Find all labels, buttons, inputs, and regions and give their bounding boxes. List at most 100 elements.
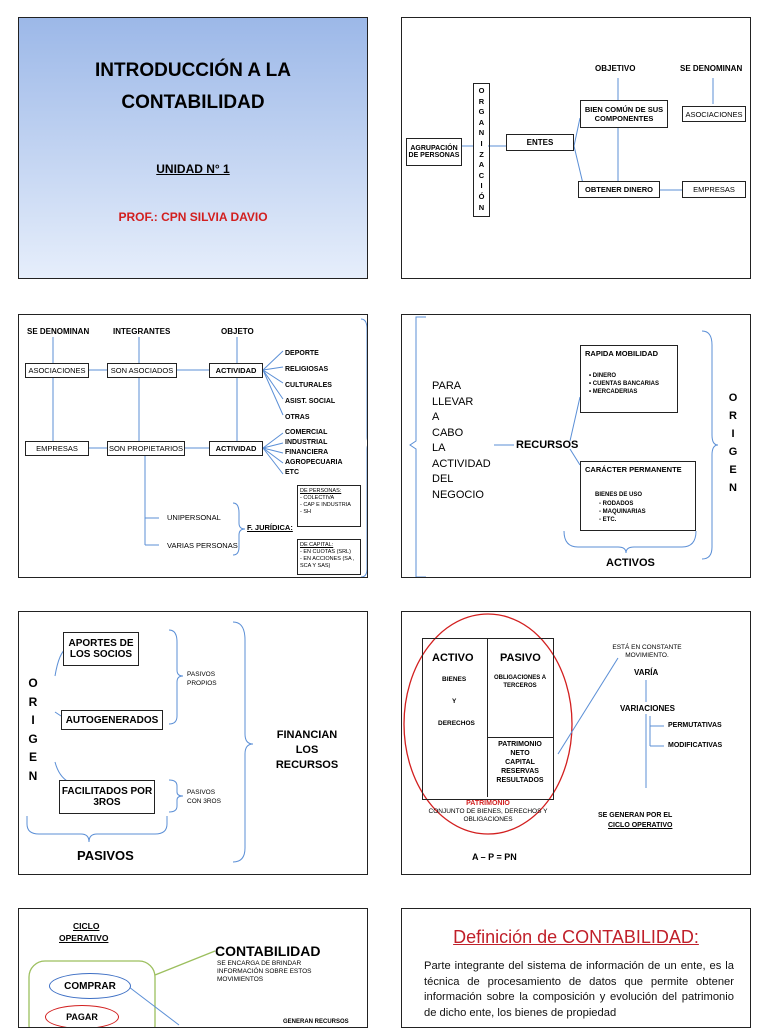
- agrupacion-box[interactable]: AGRUPACIÓN DE PERSONAS: [406, 138, 462, 166]
- bien-comun-box[interactable]: BIEN COMÚN DE SUS COMPONENTES: [580, 100, 668, 128]
- balance-table: [422, 638, 554, 800]
- origen-letter: E: [729, 464, 737, 476]
- slide-ciclo-operativo[interactable]: CICLO OPERATIVO CONTABILIDAD SE ENCARGA …: [18, 908, 368, 1028]
- clasificacion-connectors: [52, 318, 367, 577]
- para-line: LLEVAR: [432, 395, 474, 408]
- varia-label: VARÍA: [634, 668, 659, 677]
- rapida-item: • DINERO: [589, 373, 617, 379]
- activos-label: ACTIVOS: [606, 557, 655, 569]
- pasivo-header: PASIVO: [500, 652, 541, 664]
- son-propietarios-box[interactable]: SON PROPIETARIOS: [107, 441, 185, 456]
- pagar-oval[interactable]: PAGAR: [45, 1005, 119, 1027]
- bienes-item: - RODADOS: [599, 501, 634, 507]
- actividad-item: CULTURALES: [285, 382, 332, 389]
- obligaciones-label: OBLIGACIONES A TERCEROS: [493, 675, 547, 689]
- asociaciones-box[interactable]: ASOCIACIONES: [25, 363, 89, 378]
- comprar-oval[interactable]: COMPRAR: [49, 973, 131, 999]
- slide-definicion[interactable]: Definición de CONTABILIDAD: Parte integr…: [401, 908, 751, 1028]
- y-label: Y: [452, 698, 457, 705]
- varias-personas-label: VARIAS PERSONAS: [167, 541, 238, 550]
- empresas-box[interactable]: EMPRESAS: [25, 441, 89, 456]
- organizacion-letter: I: [480, 138, 483, 148]
- de-personas-box[interactable]: DE PERSONAS: - COLECTIVA- CAP E INDUSTRI…: [297, 485, 361, 527]
- slide-entes[interactable]: OBJETIVO SE DENOMINAN AGRUPACIÓN DE PERS…: [401, 17, 751, 279]
- contabilidad-desc-line: SE ENCARGA DE BRINDAR: [217, 960, 302, 967]
- generan-recursos-label: GENERAN RECURSOS: [283, 1019, 349, 1025]
- obtener-dinero-box[interactable]: OBTENER DINERO: [578, 181, 660, 198]
- objetivo-header: OBJETIVO: [595, 64, 636, 73]
- organizacion-letter: A: [478, 160, 485, 170]
- actividad-item: INDUSTRIAL: [285, 439, 328, 446]
- pasivos-propios-label: PASIVOS PROPIOS: [187, 671, 217, 687]
- de-capital-box[interactable]: DE CAPITAL: - EN CUOTAS (SRL)- EN ACCION…: [297, 539, 361, 575]
- forma-juridica-item: - COLECTIVA: [300, 495, 335, 501]
- pasivos-terceros-label: PASIVOS CON 3ROS: [187, 789, 221, 805]
- definicion-title: Definición de CONTABILIDAD:: [453, 927, 699, 947]
- de-capital-title: DE CAPITAL:: [300, 542, 334, 548]
- autogenerados-box[interactable]: AUTOGENERADOS: [61, 710, 163, 730]
- facilitados-box[interactable]: FACILITADOS POR 3ROS: [59, 780, 155, 814]
- bienes-item: - ETC.: [599, 517, 617, 523]
- origen-letter: E: [28, 750, 37, 764]
- financian-recursos-label: FINANCIAN LOS RECURSOS: [275, 729, 339, 771]
- forma-juridica-item: - SH: [300, 509, 311, 515]
- caracter-permanente-box[interactable]: CARÁCTER PERMANENTE BIENES DE USO - RODA…: [580, 461, 696, 531]
- de-capital-items: - EN CUOTAS (SRL)- EN ACCIONES (SA ,SCA …: [300, 549, 358, 570]
- aportes-socios-box[interactable]: APORTES DE LOS SOCIOS: [63, 632, 139, 666]
- slide-intro[interactable]: INTRODUCCIÓN A LA CONTABILIDAD UNIDAD N°…: [18, 17, 368, 279]
- derechos-label: DERECHOS: [438, 720, 475, 727]
- son-asociados-box[interactable]: SON ASOCIADOS: [107, 363, 177, 378]
- patrimonio-neto-line: PATRIMONIO: [498, 741, 542, 748]
- empresas-box[interactable]: EMPRESAS: [682, 181, 746, 198]
- para-line: PARA: [432, 380, 462, 392]
- ciclo-title-line2: OPERATIVO: [59, 933, 109, 943]
- slide-patrimonio[interactable]: ACTIVO BIENES Y DERECHOS PASIVO OBLIGACI…: [401, 611, 751, 875]
- intro-title-line2: CONTABILIDAD: [121, 92, 265, 113]
- patrimonio-neto-line: RESULTADOS: [496, 777, 544, 784]
- organizacion-letter: Ó: [478, 191, 485, 201]
- bienes-uso-label: BIENES DE USO: [595, 492, 643, 498]
- actividad-box-1[interactable]: ACTIVIDAD: [209, 363, 263, 378]
- origen-letter: R: [28, 694, 38, 709]
- intro-title-line1: INTRODUCCIÓN A LA: [95, 60, 291, 81]
- forma-juridica-item: - EN ACCIONES (SA ,: [300, 556, 355, 562]
- para-line: DEL: [432, 473, 454, 485]
- contabilidad-desc-line: INFORMACIÓN SOBRE ESTOS: [217, 968, 312, 975]
- se-generan-label: SE GENERAN POR EL: [598, 812, 673, 819]
- variaciones-label: VARIACIONES: [620, 704, 675, 713]
- para-line: LA: [432, 442, 446, 454]
- organizacion-letter: O: [478, 86, 485, 95]
- objeto-col: OBJETO: [221, 327, 254, 336]
- patrimonio-neto-line: NETO: [510, 750, 530, 757]
- definicion-body: Parte integrante del sistema de informac…: [424, 960, 734, 1019]
- actividad-box-2[interactable]: ACTIVIDAD: [209, 441, 263, 456]
- patrimonio-neto-line: RESERVAS: [501, 768, 539, 775]
- pasivos-connectors: [26, 621, 254, 863]
- actividad-item: RELIGIOSAS: [285, 366, 329, 373]
- actividad-item: DEPORTE: [285, 350, 319, 357]
- contabilidad-heading: CONTABILIDAD: [215, 943, 321, 959]
- pasivos-label: PASIVOS: [77, 848, 134, 863]
- entes-box[interactable]: ENTES: [506, 134, 574, 151]
- rapida-mobilidad-box[interactable]: RAPIDA MOBILIDAD • DINERO• CUENTAS BANCA…: [580, 345, 678, 413]
- asociaciones-box[interactable]: ASOCIACIONES: [682, 106, 746, 122]
- origen-letter: G: [28, 731, 38, 746]
- unit-label: UNIDAD N° 1: [156, 162, 230, 176]
- recursos-label: RECURSOS: [516, 439, 579, 451]
- ciclo-operativo-link[interactable]: CICLO OPERATIVO: [608, 822, 673, 829]
- slide-clasificacion[interactable]: SE DENOMINAN INTEGRANTES OBJETO ASOCIACI…: [18, 314, 368, 578]
- de-personas-title: DE PERSONAS:: [300, 488, 342, 494]
- patrimonio-connectors: [403, 613, 664, 835]
- organizacion-letter: G: [478, 107, 485, 117]
- permutativas-label: PERMUTATIVAS: [668, 722, 722, 729]
- activos-connectors: [409, 316, 719, 577]
- ciclo-title-line1: CICLO: [73, 921, 100, 931]
- bienes-label: BIENES: [442, 676, 467, 683]
